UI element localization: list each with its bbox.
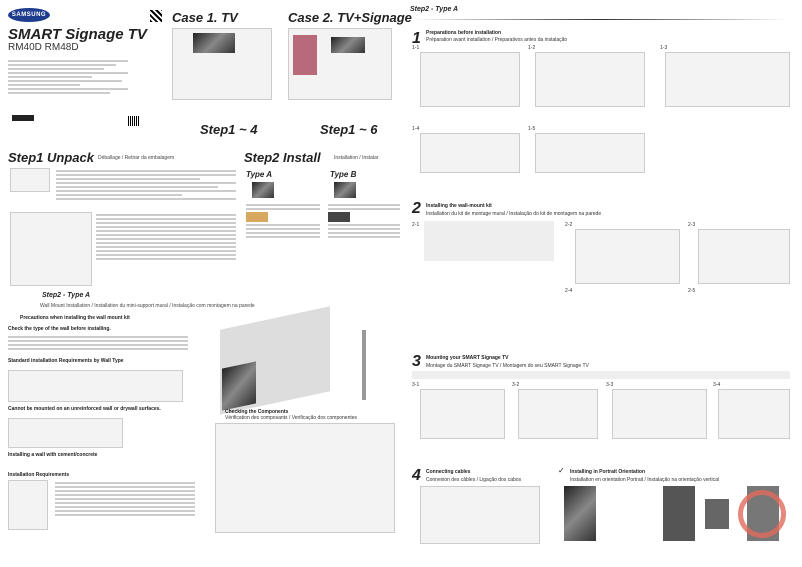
type-b-label: Type B xyxy=(330,170,357,179)
precautions-heading: Precautions when installing the wall mou… xyxy=(20,315,130,321)
components-subheading: Vérification des composants / Verificaçã… xyxy=(225,415,358,421)
step-2-1: 2-1 xyxy=(412,222,420,228)
components-illustration xyxy=(10,212,92,286)
portrait-subtitle: Installation en orientation Portrait / I… xyxy=(570,477,719,483)
unpack-subtitle: Déballage / Retirar da embalagem xyxy=(98,155,175,161)
requirements-illustration xyxy=(8,480,48,530)
step-1-1-illustration xyxy=(420,52,520,107)
qr-code xyxy=(150,10,162,22)
step-1-4-illustration xyxy=(420,133,520,173)
cover-notes xyxy=(8,58,128,96)
step-1-1: 1-1 xyxy=(412,45,420,51)
case1-steps: Step1 ~ 4 xyxy=(200,122,258,137)
step-1-3-illustration xyxy=(665,52,790,107)
step-2-2: 2-2 xyxy=(565,222,573,228)
portrait-title: Installing in Portrait Orientation xyxy=(570,469,646,475)
check-wall-text xyxy=(8,334,188,352)
step4-number: 4 xyxy=(412,467,421,484)
tv-diagram xyxy=(222,361,256,411)
model-names: RM40D RM48D xyxy=(8,42,79,53)
step-3-1: 3-1 xyxy=(412,382,420,388)
type-a-wall-illustration xyxy=(252,182,274,198)
step-3-3-illustration xyxy=(612,389,707,439)
type-b-notes xyxy=(328,202,400,240)
product-title: SMART Signage TV xyxy=(8,26,147,43)
prohibited-icon xyxy=(738,490,786,538)
bracket-illustration xyxy=(705,499,729,529)
step1-subtitle: Préparation avant installation / Prepara… xyxy=(426,37,568,43)
requirements-heading: Standard installation Requirements by Wa… xyxy=(8,358,124,364)
step-1-3: 1-3 xyxy=(660,45,668,51)
step3-title: Mounting your SMART Signage TV xyxy=(426,355,509,361)
step4-title: Connecting cables xyxy=(426,469,471,475)
step1-number: 1 xyxy=(412,30,421,47)
step4-subtitle: Connexion des câbles / Ligação dos cabos xyxy=(426,477,522,483)
right-section-title: Step2 - Type A xyxy=(410,6,459,13)
step3-notes-band xyxy=(412,371,790,379)
step2-title: Installing the wall-mount kit xyxy=(426,203,492,209)
hdmi-logo xyxy=(12,115,34,121)
cement-heading: Installing a wall with cement/concrete xyxy=(8,452,98,458)
step-3-3: 3-3 xyxy=(606,382,614,388)
step-3-2: 3-2 xyxy=(512,382,520,388)
side-view-diagram xyxy=(362,330,366,400)
step-2-5: 2-5 xyxy=(688,288,696,294)
step3-number: 3 xyxy=(412,353,421,370)
step-2-3-illustration xyxy=(698,229,790,284)
components-heading: Checking the Components xyxy=(225,409,289,415)
unpack-notes xyxy=(56,168,236,202)
barcode xyxy=(128,116,140,126)
type-a-label: Type A xyxy=(246,170,273,179)
install-subtitle: Installation / Instalar xyxy=(334,155,379,161)
components-list xyxy=(96,212,236,262)
step2-subtitle: Installation du kit de montage mural / I… xyxy=(426,211,602,217)
portrait-back-illustration xyxy=(663,486,695,541)
step-3-1-illustration xyxy=(420,389,505,439)
step-1-5: 1-5 xyxy=(528,126,536,132)
step-2-3: 2-3 xyxy=(688,222,696,228)
step1-title: Preparations before installation xyxy=(426,30,502,36)
wall-section-title: Step2 - Type A xyxy=(42,292,91,299)
install-req-heading: Installation Requirements xyxy=(8,472,70,478)
case2-illustration xyxy=(288,28,392,100)
cannot-mount-heading: Cannot be mounted on an unreinforced wal… xyxy=(8,406,161,412)
step-1-5-illustration xyxy=(535,133,645,173)
portrait-tv-illustration xyxy=(564,486,596,541)
step-2-1-panel xyxy=(424,221,554,261)
divider xyxy=(410,19,790,20)
step-1-4: 1-4 xyxy=(412,126,420,132)
step-3-4-illustration xyxy=(718,389,790,439)
check-icon: ✓ xyxy=(558,466,565,475)
type-a-notes xyxy=(246,202,320,240)
step-1-2: 1-2 xyxy=(528,45,536,51)
requirements-text xyxy=(55,480,195,518)
wall-types-illustration xyxy=(8,370,183,402)
step-2-2-illustration xyxy=(575,229,680,284)
samsung-logo: SAMSUNG xyxy=(8,8,50,22)
box-illustration xyxy=(10,168,50,192)
install-title: Step2 Install xyxy=(244,150,321,165)
components-table xyxy=(215,423,395,533)
step-3-4: 3-4 xyxy=(713,382,721,388)
drywall-illustration xyxy=(8,418,123,448)
case2-steps: Step1 ~ 6 xyxy=(320,122,378,137)
step-2-4: 2-4 xyxy=(565,288,573,294)
case2-title: Case 2. TV+Signage xyxy=(288,10,412,25)
type-b-stand-illustration xyxy=(334,182,356,198)
cables-illustration xyxy=(420,486,540,544)
step2-number: 2 xyxy=(412,200,421,217)
step-3-2-illustration xyxy=(518,389,598,439)
step3-subtitle: Montage du SMART Signage TV / Montagem d… xyxy=(426,363,589,369)
unpack-title: Step1 Unpack xyxy=(8,150,94,165)
wall-mount-heading: Wall Mount Installation / Installation d… xyxy=(40,303,255,309)
step-1-2-illustration xyxy=(535,52,645,107)
case1-title: Case 1. TV xyxy=(172,10,238,25)
check-wall-heading: Check the type of the wall before instal… xyxy=(8,326,111,332)
case1-illustration xyxy=(172,28,272,100)
